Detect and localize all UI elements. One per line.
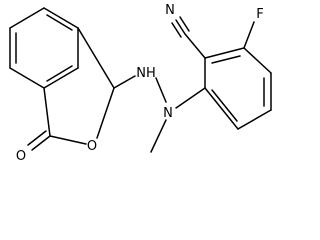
bond-ring-a-3 — [43, 67, 79, 89]
ring-b-substituents — [171, 16, 255, 59]
chemical-structure-figure: N F NH N O O — [9, 3, 272, 163]
atom-label-hydrazine-nh: NH — [136, 66, 156, 81]
bond-ring-b-3 — [243, 47, 272, 74]
bond-nitrile-triple-1 — [175, 19, 186, 35]
bond-n-aryl — [175, 87, 206, 109]
bond-ring-b-double-3 — [211, 89, 238, 122]
bond-carbonyl-junction — [43, 87, 51, 137]
bond-carbonyl-double-1 — [31, 135, 51, 151]
bond-ring-b-5 — [237, 109, 272, 130]
bond-ring-a-double-3 — [46, 65, 73, 82]
atom-label-carbonyl-oxygen: O — [16, 149, 26, 163]
bond-nitrile-triple-2 — [171, 22, 182, 38]
bond-ring-a-4 — [9, 67, 45, 89]
bond-fluorine — [243, 21, 255, 49]
bond-ring-a-1 — [43, 7, 79, 29]
atom-label-fluorine: F — [256, 7, 263, 22]
bond-nitrile-single — [184, 33, 206, 59]
bond-carbonyl-double-2 — [27, 130, 47, 146]
bond-c3-nh — [113, 75, 136, 89]
molecule-structure: N F NH N O O — [9, 3, 272, 163]
bond-ring-b-double-1 — [211, 55, 241, 64]
bond-ring-a-6 — [9, 7, 45, 29]
fluorobenzonitrile-ring — [204, 47, 272, 130]
atom-label-nitrile-n: N — [165, 3, 175, 18]
bond-oxygen-carbonyl — [49, 135, 87, 145]
atom-label-hydrazine-n: N — [163, 106, 173, 121]
bond-c3-oxygen — [96, 87, 115, 139]
bond-ring-b-6 — [204, 87, 239, 130]
bond-nh-n — [155, 77, 167, 103]
bond-ring-b-2 — [204, 47, 245, 59]
hydrazine-linker — [113, 75, 206, 153]
lactone-ring — [27, 27, 115, 151]
bond-ring-a-double-2 — [46, 14, 73, 31]
bond-n-methyl — [150, 119, 167, 153]
bond-c3-ring-junction — [77, 27, 115, 89]
fused-benzene-ring — [9, 7, 79, 89]
atom-label-ring-oxygen: O — [87, 139, 97, 154]
bond-nitrile-triple-3 — [179, 16, 190, 32]
